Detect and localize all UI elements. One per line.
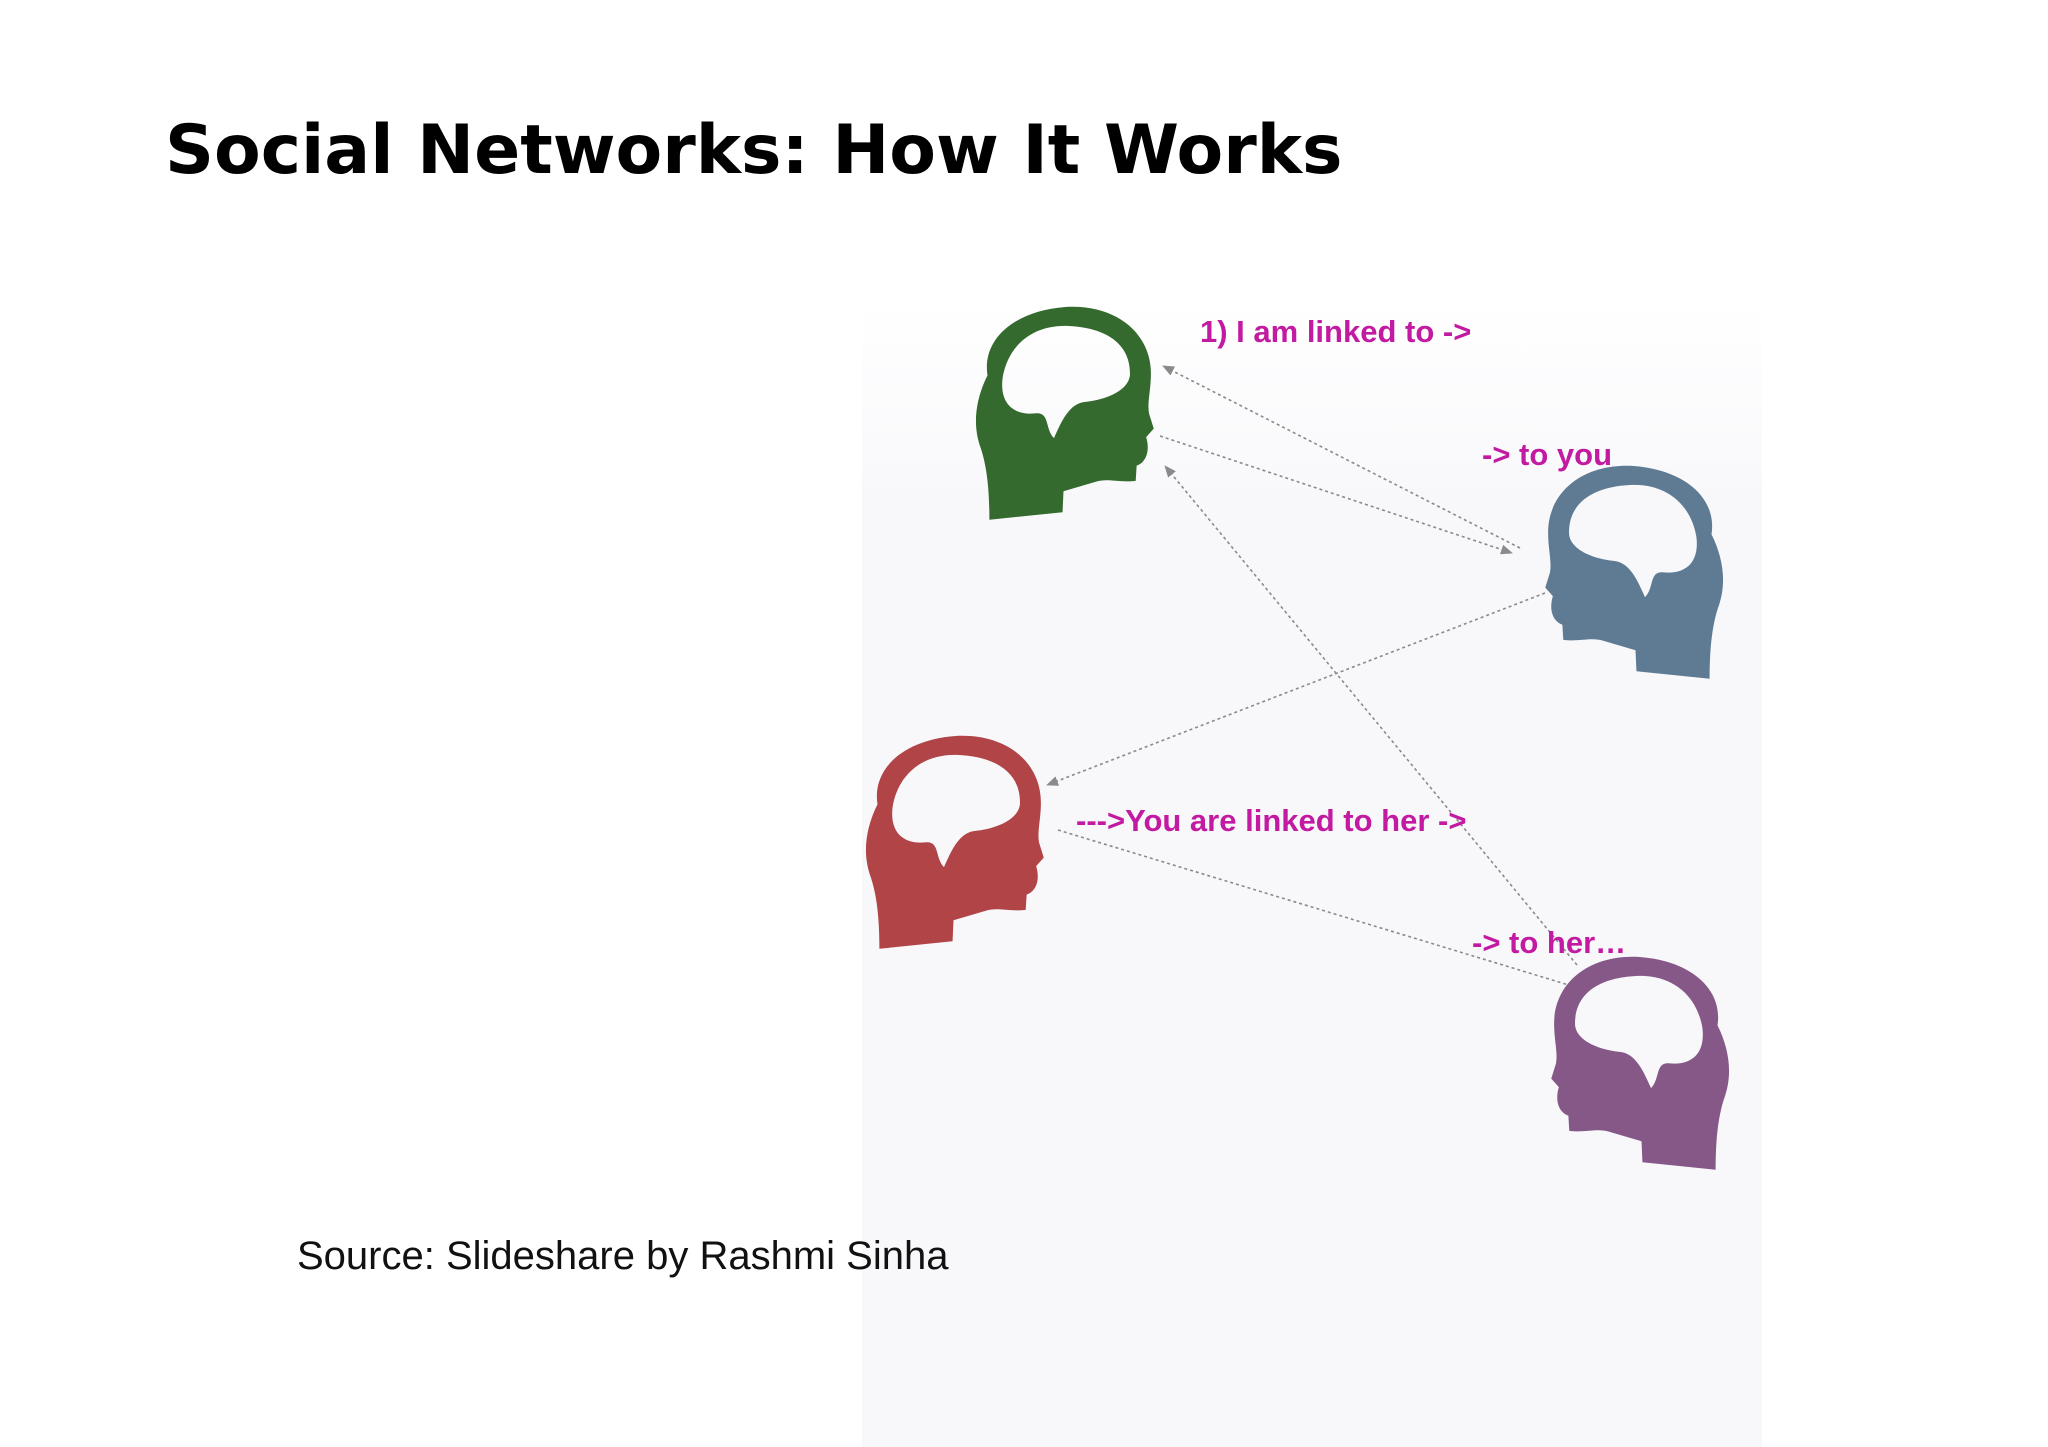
label-you-are-linked: --->You are linked to her -> xyxy=(1076,803,1467,838)
links xyxy=(1046,365,1578,987)
red-head-icon xyxy=(865,735,1044,949)
label-to-her: -> to her… xyxy=(1472,925,1627,960)
slide-title: Social Networks: How It Works xyxy=(165,111,1343,190)
source-caption: Source: Slideshare by Rashmi Sinha xyxy=(297,1234,949,1278)
blue-head-icon xyxy=(1545,465,1724,679)
purple-head-icon xyxy=(1551,956,1730,1170)
link-blue-to-green xyxy=(1162,365,1521,549)
link-red-to-purple xyxy=(1057,829,1573,987)
link-green-to-blue xyxy=(1159,435,1513,555)
link-purple-to-green xyxy=(1164,465,1578,966)
label-to-you: -> to you xyxy=(1482,437,1613,472)
label-i-am-linked: 1) I am linked to -> xyxy=(1200,314,1472,349)
green-head-icon xyxy=(975,306,1154,520)
link-blue-to-red xyxy=(1046,592,1546,786)
